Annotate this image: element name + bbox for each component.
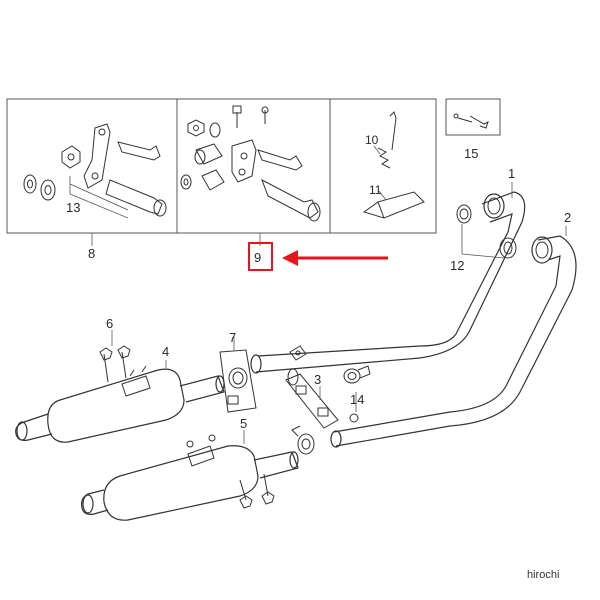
callout-labels: 1 2 3 4 5 6 7 8 10 11 12 13 14 15: [66, 133, 571, 431]
callout-5: 5: [240, 416, 247, 431]
gaskets-12: [456, 204, 517, 259]
highlight-part-9: 9: [248, 242, 388, 271]
callout-11: 11: [369, 183, 382, 197]
bolts-lower-muffler: [239, 473, 275, 509]
clamp-pipe-upper: [289, 345, 307, 361]
callout-8: 8: [88, 246, 95, 261]
callout-2: 2: [564, 210, 571, 225]
callout-14: 14: [350, 392, 364, 407]
inset-box-10-11: [329, 98, 437, 234]
callout-3: 3: [314, 372, 321, 387]
callout-9: 9: [254, 250, 261, 265]
callout-13: 13: [66, 200, 80, 215]
exhaust-pipe-2: [330, 226, 577, 448]
clamp-band-7: [219, 336, 257, 413]
callout-12: 12: [450, 258, 464, 273]
muffler-lower-5: [81, 430, 299, 521]
exhaust-pipe-1: [250, 182, 526, 374]
inset-box-15: [445, 98, 501, 136]
inset-box-8: [6, 98, 178, 246]
callout-15: 15: [464, 146, 478, 161]
callout-1: 1: [508, 166, 515, 181]
callout-7: 7: [229, 330, 236, 345]
clamp-lower-joint: [291, 425, 315, 455]
highlight-box: [248, 242, 273, 271]
inset-box-9: [176, 98, 331, 246]
clamp-14: [343, 365, 371, 423]
muffler-upper-4: [15, 360, 225, 443]
callout-6: 6: [106, 316, 113, 331]
callout-10: 10: [365, 133, 379, 147]
bolts-6: [99, 330, 131, 383]
watermark: hirochi: [527, 569, 559, 581]
joint-pipe-3: [285, 368, 339, 429]
callout-4: 4: [162, 344, 169, 359]
highlight-arrow-head: [282, 250, 298, 266]
